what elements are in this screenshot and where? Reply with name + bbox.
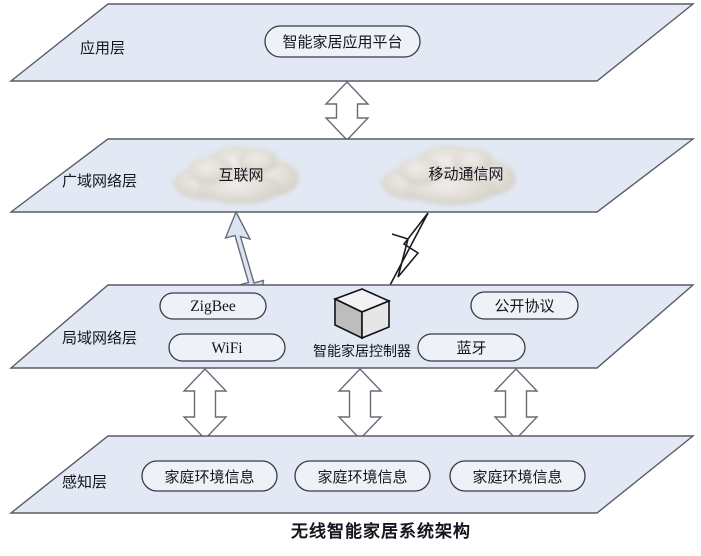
node-wifi[interactable] xyxy=(168,333,286,362)
double-arrow-vertical-icon xyxy=(493,367,539,441)
connector-lan-to-perception-left xyxy=(182,367,228,441)
layer-perception: 感知层 家庭环境信息 家庭环境信息 家庭环境信息 xyxy=(8,435,695,514)
mobile-network-cloud-shape xyxy=(381,145,516,205)
layer-wide-area-network: 广域网络层 互联网 xyxy=(8,138,696,213)
node-home-env-info-1[interactable] xyxy=(141,460,278,492)
node-smart-home-app-platform-label: 智能家居应用平台 xyxy=(282,33,402,51)
node-home-env-info-2-label: 家庭环境信息 xyxy=(317,468,407,486)
connector-lan-to-perception-right xyxy=(493,367,539,441)
node-wifi-label: WiFi xyxy=(211,340,243,357)
connector-lan-to-perception-center xyxy=(337,367,383,441)
layer-local-area-network: 局域网络层 ZigBee WiFi 公开协议 蓝牙 智能家居控制器 xyxy=(9,284,695,369)
node-internet-cloud[interactable]: 互联网 xyxy=(173,146,299,204)
node-mobile-network-cloud-label: 移动通信网 xyxy=(428,166,503,183)
node-smart-home-app-platform[interactable] xyxy=(264,25,421,58)
connector-wan-to-lan-internet xyxy=(224,210,265,291)
connector-wan-to-lan-wireless xyxy=(387,212,429,290)
node-open-protocol-label: 公开协议 xyxy=(494,298,554,315)
node-open-protocol[interactable] xyxy=(470,291,579,320)
node-bluetooth-label: 蓝牙 xyxy=(456,340,486,357)
lightning-bolt-icon xyxy=(387,212,429,290)
double-arrow-vertical-icon xyxy=(182,367,228,441)
layer-application: 应用层 智能家居应用平台 xyxy=(8,3,695,82)
node-bluetooth[interactable] xyxy=(417,333,526,362)
internet-cloud-shape xyxy=(173,146,299,204)
node-home-env-info-2[interactable] xyxy=(294,460,431,492)
figure-caption: 无线智能家居系统架构 xyxy=(290,521,471,541)
node-mobile-network-cloud[interactable]: 移动通信网 xyxy=(381,145,516,205)
node-home-env-info-1-label: 家庭环境信息 xyxy=(164,468,254,486)
double-arrow-vertical-icon xyxy=(324,80,370,142)
node-zigbee[interactable] xyxy=(159,292,267,320)
layer-application-label: 应用层 xyxy=(80,39,125,57)
double-arrow-diagonal-icon xyxy=(224,210,265,291)
double-arrow-vertical-icon xyxy=(337,367,383,441)
controller-cube-side-face xyxy=(361,299,390,340)
node-home-env-info-3[interactable] xyxy=(449,460,586,492)
connector-app-to-wan xyxy=(324,80,370,142)
layer-lan-label: 局域网络层 xyxy=(62,330,137,347)
layer-wan-label: 广域网络层 xyxy=(62,173,137,190)
layer-perception-label: 感知层 xyxy=(62,474,107,491)
node-smart-home-controller-label: 智能家居控制器 xyxy=(313,343,411,360)
node-smart-home-controller[interactable] xyxy=(332,288,392,340)
node-zigbee-label: ZigBee xyxy=(190,298,236,315)
node-home-env-info-3-label: 家庭环境信息 xyxy=(472,468,562,486)
node-internet-cloud-label: 互联网 xyxy=(218,167,263,184)
